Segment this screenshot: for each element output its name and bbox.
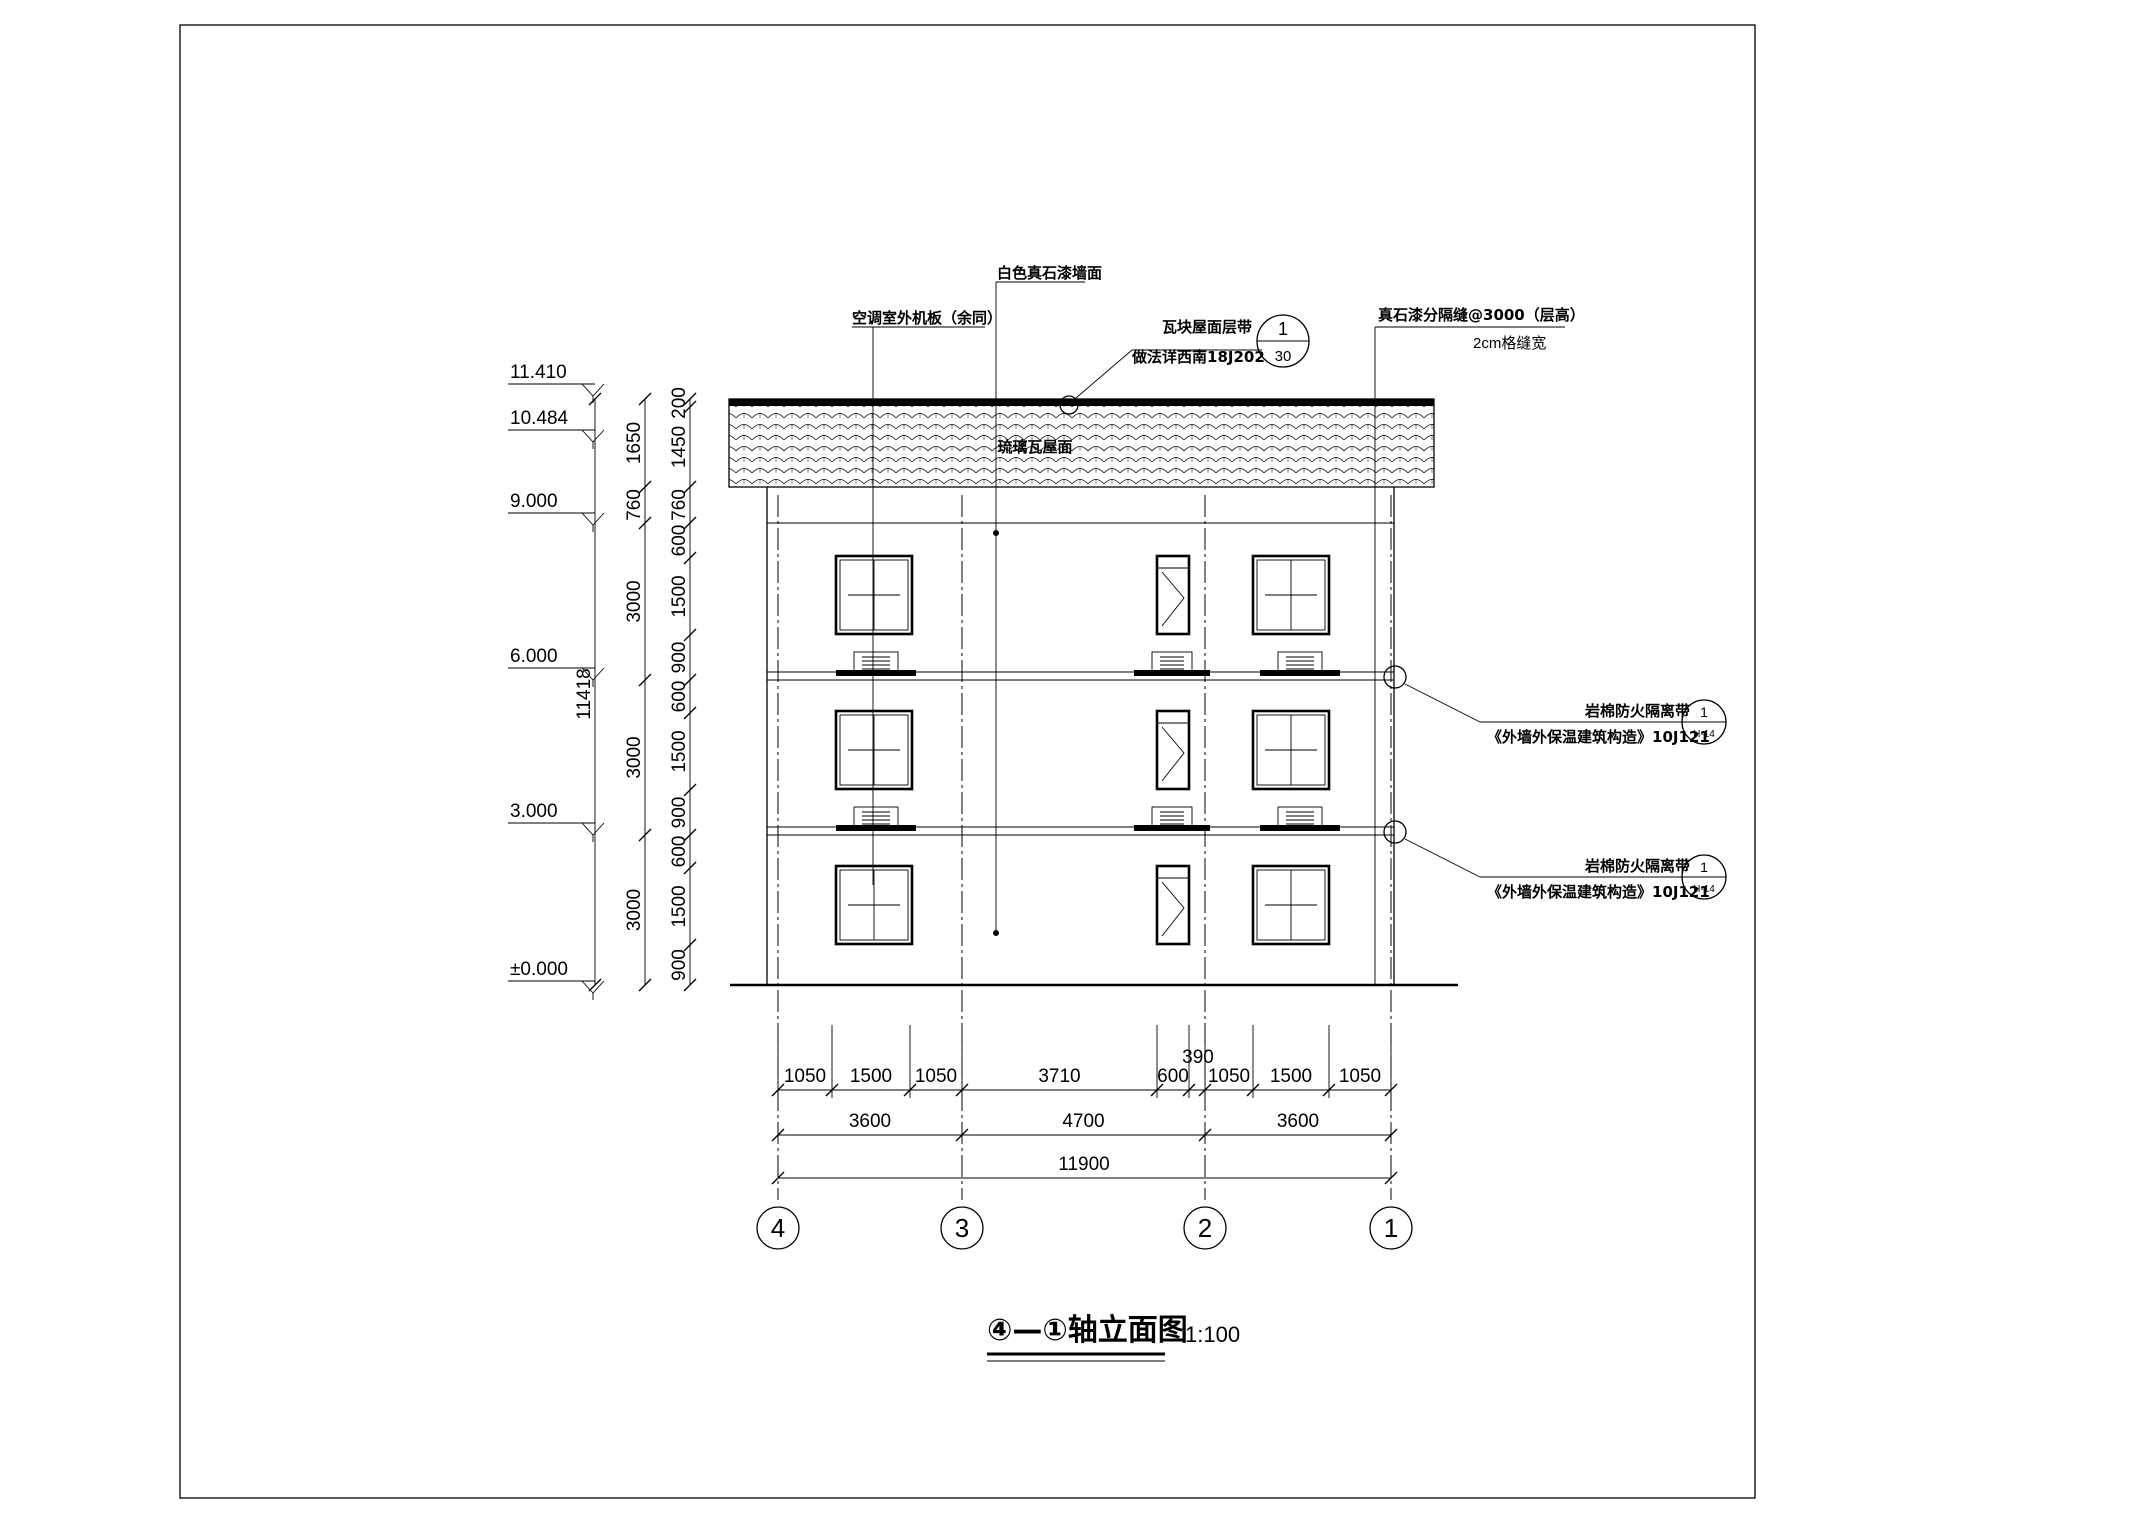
dim-segment: 1050 (1208, 1066, 1250, 1087)
axis-bubble: 3 (940, 1206, 984, 1250)
casement-window (834, 709, 914, 791)
title-scale: 1:100 (1185, 1322, 1240, 1347)
dim-bay: 3600 (849, 1111, 891, 1132)
wall-finish-label: 白色真石漆墙面 (997, 264, 1102, 282)
level-marker: 3.000 (508, 801, 605, 842)
axis-label: 3 (955, 1213, 969, 1243)
roof-band-index-top: 1 (1278, 319, 1288, 339)
dim-segment: 1050 (915, 1066, 957, 1087)
axis-bubble: 4 (756, 1206, 800, 1250)
level-marker: 6.000 (508, 646, 605, 687)
firebreak-index-bottom: H-14 (1693, 729, 1715, 740)
dim-segment: 3710 (1038, 1066, 1080, 1087)
dim-extra: 390 (1182, 1047, 1214, 1068)
dim-bay: 4700 (1062, 1111, 1104, 1132)
dim-storey: 3000 (624, 736, 645, 778)
dim-segment: 1500 (669, 885, 690, 927)
sheet-frame (179, 24, 1756, 1499)
left-dimensions: 11418 1650 760 3000 3000 3000 200 1450 760 600 15… (574, 387, 697, 992)
dim-storey: 760 (624, 489, 645, 521)
dim-segment: 760 (669, 489, 690, 521)
axis-bubble: 2 (1183, 1206, 1227, 1250)
casement-window (1251, 864, 1331, 946)
dim-storey: 1650 (624, 422, 645, 464)
axis-bubble: 1 (1369, 1206, 1413, 1250)
joint-width-label: 2cm格缝宽 (1473, 335, 1546, 352)
ac-panel-label: 空调室外机板（余同） (852, 309, 1002, 327)
casement-window (834, 864, 914, 946)
firebreak-index-top: 1 (1700, 704, 1708, 720)
firebreak-callout: 岩棉防火隔离带 《外墙外保温建筑构造》10J121 1 H-14 (1383, 820, 1727, 901)
firebreak-index-top: 1 (1700, 859, 1708, 875)
level-value: ±0.000 (510, 959, 568, 980)
level-marker: 9.000 (508, 491, 605, 532)
dim-bay: 3600 (1277, 1111, 1319, 1132)
dim-segment: 1500 (669, 575, 690, 617)
dim-segment: 600 (669, 525, 690, 557)
firebreak-ref: 《外墙外保温建筑构造》10J121 (1487, 883, 1710, 901)
callouts: 白色真石漆墙面 空调室外机板（余同） 瓦块屋面层带 做法详西南18J202 1 … (852, 264, 1727, 985)
axis-label: 2 (1198, 1213, 1212, 1243)
firebreak-ref: 《外墙外保温建筑构造》10J121 (1487, 728, 1710, 746)
roof-band-index-bottom: 30 (1275, 348, 1292, 365)
casement-window (1251, 709, 1331, 791)
dim-segment: 1500 (1270, 1066, 1312, 1087)
drawing-title: ④—①轴立面图 1:100 (987, 1313, 1240, 1362)
total-height-dim: 11418 (574, 668, 595, 719)
dim-segment: 1050 (1339, 1066, 1381, 1087)
dim-segment: 1050 (784, 1066, 826, 1087)
firebreak-callout: 岩棉防火隔离带 《外墙外保温建筑构造》10J121 1 H-14 (1383, 665, 1727, 746)
dim-segment: 600 (1157, 1066, 1189, 1087)
narrow-window (1155, 864, 1191, 946)
axis-label: 4 (771, 1213, 785, 1243)
ac-unit (1260, 806, 1340, 831)
dim-segment: 200 (669, 387, 690, 419)
dim-segment: 900 (669, 949, 690, 981)
roof: 琉璃瓦屋面 (728, 398, 1435, 488)
firebreak-label: 岩棉防火隔离带 (1584, 857, 1690, 875)
ac-unit (1260, 651, 1340, 676)
level-marker: 10.484 (508, 408, 605, 449)
joint-label: 真石漆分隔缝@3000（层高） (1378, 306, 1585, 324)
roof-band-label: 瓦块屋面层带 (1162, 318, 1252, 336)
ac-unit (836, 651, 916, 676)
dim-segment: 600 (669, 681, 690, 713)
casement-window (834, 554, 914, 636)
narrow-window (1155, 709, 1191, 791)
building-body (730, 487, 1458, 1200)
dim-overall: 11900 (1058, 1154, 1109, 1175)
axis-bubbles: 4 3 2 1 (756, 1206, 1413, 1250)
level-value: 10.484 (510, 408, 569, 429)
level-value: 9.000 (510, 491, 558, 512)
firebreak-label: 岩棉防火隔离带 (1584, 702, 1690, 720)
level-value: 3.000 (510, 801, 558, 822)
level-value: 6.000 (510, 646, 558, 667)
casement-window (1251, 554, 1331, 636)
level-marker: ±0.000 (508, 959, 605, 1000)
dim-segment: 900 (669, 797, 690, 829)
ac-unit (836, 806, 916, 831)
level-markers: 11.410 10.484 9.000 6.000 3.000 ±0.000 (508, 362, 605, 1000)
level-value: 11.410 (510, 362, 567, 383)
ac-unit (1134, 651, 1210, 676)
bottom-dimensions: 390 11900 1050 1500 1050 3710 600 1050 1500 105… (771, 1025, 1398, 1185)
level-marker: 11.410 (508, 362, 605, 403)
windows (834, 554, 1331, 946)
dim-storey: 3000 (624, 580, 645, 622)
dim-segment: 900 (669, 642, 690, 674)
dim-segment: 1500 (669, 730, 690, 772)
dim-segment: 600 (669, 836, 690, 868)
firebreak-index-bottom: H-14 (1693, 884, 1715, 895)
ac-units (836, 651, 1340, 831)
axis-label: 1 (1384, 1213, 1398, 1243)
dim-segment: 1450 (669, 426, 690, 468)
narrow-window (1155, 554, 1191, 636)
dim-storey: 3000 (624, 889, 645, 931)
ac-unit (1134, 806, 1210, 831)
dim-segment: 1500 (850, 1066, 892, 1087)
roof-band-ref: 做法详西南18J202 (1131, 348, 1265, 366)
title-text: ④—①轴立面图 (987, 1313, 1188, 1348)
roof-fill-label: 琉璃瓦屋面 (997, 438, 1072, 456)
